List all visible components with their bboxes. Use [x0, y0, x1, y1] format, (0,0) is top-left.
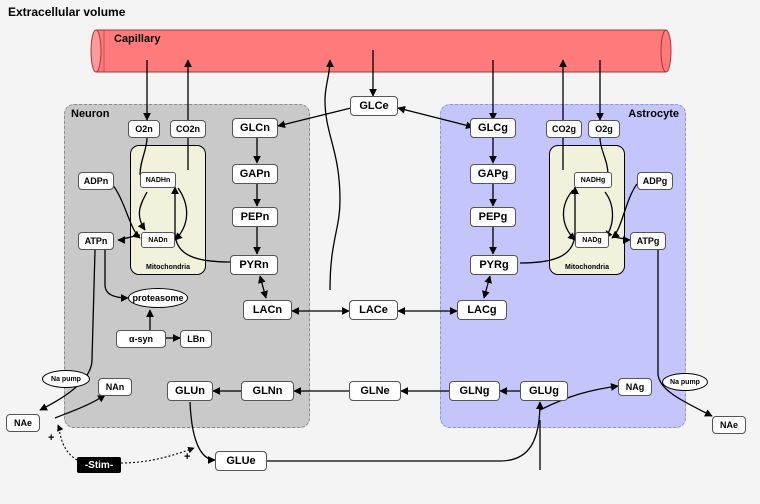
gapn-node: GAPn — [232, 164, 278, 184]
stim-box: -Stim- — [77, 457, 121, 473]
o2n-node: O2n — [128, 120, 160, 138]
o2g-node: O2g — [588, 120, 620, 138]
neuron-na-pump: Na pump — [42, 370, 90, 388]
nadhg-node: NADHg — [574, 172, 612, 188]
neuron-mitochondria: Mitochondria — [130, 145, 206, 275]
alpha-synuclein-node: α-syn — [116, 330, 166, 348]
glue-node: GLUe — [215, 451, 267, 471]
glcn-node: GLCn — [232, 118, 278, 138]
atpn-node: ATPn — [78, 232, 114, 250]
glng-node: GLNg — [449, 381, 500, 401]
glnn-node: GLNn — [241, 381, 294, 401]
adpn-node: ADPn — [78, 172, 114, 190]
glug-node: GLUg — [520, 381, 568, 401]
glne-node: GLNe — [349, 381, 401, 401]
neuron-label: Neuron — [71, 108, 110, 120]
nan-node: NAn — [98, 378, 132, 396]
proteasome-node: proteasome — [128, 288, 188, 308]
co2n-node: CO2n — [170, 120, 206, 138]
stim-plus-glue: + — [184, 451, 191, 463]
nae-neuron-node: NAe — [6, 414, 40, 432]
pyrg-node: PYRg — [470, 255, 518, 275]
pepn-node: PEPn — [232, 207, 278, 227]
nae-astrocyte-node: NAe — [712, 416, 746, 434]
gapg-node: GAPg — [470, 164, 516, 184]
diagram-title: Extracellular volume — [8, 5, 126, 19]
nag-node: NAg — [618, 378, 652, 396]
astrocyte-label: Astrocyte — [628, 108, 679, 120]
co2g-node: CO2g — [546, 120, 582, 138]
glce-node: GLCe — [350, 96, 398, 116]
capillary-label: Capillary — [114, 33, 161, 45]
astrocyte-mitochondria-label: Mitochondria — [565, 264, 609, 271]
astrocyte-na-pump: Na pump — [662, 373, 708, 391]
lace-node: LACe — [349, 300, 398, 320]
nadn-node: NADn — [141, 232, 175, 248]
stim-plus-neuron: + — [48, 432, 55, 444]
atpg-node: ATPg — [630, 232, 666, 250]
nadg-node: NADg — [575, 232, 609, 248]
nadhn-node: NADHn — [140, 172, 176, 188]
lacn-node: LACn — [243, 300, 292, 320]
glcg-node: GLCg — [470, 118, 516, 138]
pepg-node: PEPg — [470, 207, 516, 227]
lacg-node: LACg — [457, 300, 507, 320]
lbn-node: LBn — [180, 330, 212, 348]
pyrn-node: PYRn — [230, 255, 278, 275]
glun-node: GLUn — [167, 381, 213, 401]
neuron-mitochondria-label: Mitochondria — [146, 264, 190, 271]
adpg-node: ADPg — [637, 172, 673, 190]
